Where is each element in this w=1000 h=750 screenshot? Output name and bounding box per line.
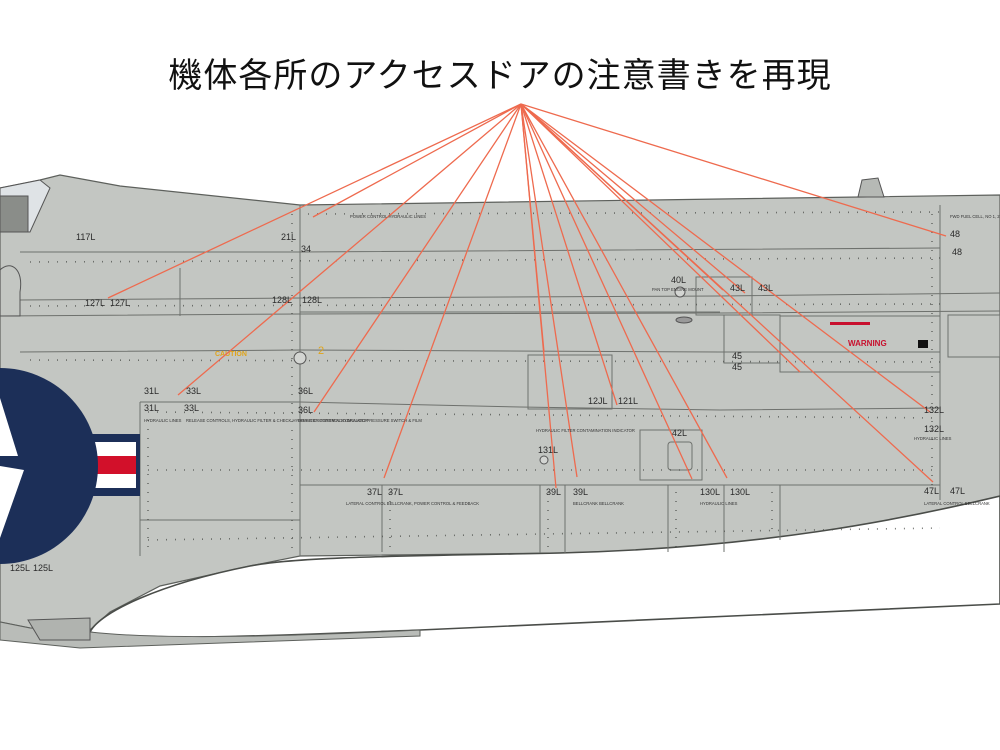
stencil-note: PAN TOP ENGINE MOUNT [652,287,704,292]
ejection-seat [0,195,29,233]
dorsal-antenna [857,177,885,198]
leader-line [313,103,522,413]
wing-shape [88,495,1000,639]
panel-code-label: 132L [924,424,944,434]
leader-line [520,103,578,478]
panel-code-label: 31L [144,403,159,413]
leader-lines [107,103,947,489]
insignia-star [0,398,24,538]
stencil-note: HYDRAULIC LINES [914,436,952,441]
panel-code-label: 37L [388,487,403,497]
leader-line [520,103,801,373]
panel-lines [0,205,1000,556]
stencil-note: BELLCRANK BELLCRANK [573,501,624,506]
panel-code-label: 21L [281,232,296,242]
leader-line [312,103,522,218]
panel-code-label: 33L [186,386,201,396]
panel-code-label: 34 [301,244,311,254]
stencil-note: HYDRAULIC LINES [144,418,182,423]
leader-line [107,103,522,299]
page-title: 機体各所のアクセスドアの注意書きを再現 [168,56,832,96]
panel-code-label: 125L [33,563,53,573]
panel-code-label: 33L [184,403,199,413]
leader-line [520,103,618,406]
warning-box-icon [918,340,928,348]
panel-code-label: 127L [110,298,130,308]
panel-code-label: 39L [573,487,588,497]
stencil-note: LATERAL CONTROL BELLCRANK, POWER CONTROL… [346,501,479,506]
panel-code-label: 42L [672,428,687,438]
leader-line [520,103,931,413]
panel-code-label: 47L [924,486,939,496]
panel-code-label: 40L [671,275,686,285]
stencil-note: POWER CONTROL HYDRAULIC LINES [350,214,426,219]
access-port-icon [675,316,693,324]
panel-code-label: 36L [298,405,313,415]
access-port-icon [293,351,307,365]
access-port-icon [539,455,549,465]
stencil-notes: HYDRAULIC LINES RELEASE CONTROLS, HYDRAUL… [144,214,1000,506]
panel-code-label: 128L [272,295,292,305]
leader-line [520,103,557,489]
panel-code-label: 45 [732,351,742,361]
panel-code-label: 48 [952,247,962,257]
leader-line [520,103,746,294]
panel-code-label: 31L [144,386,159,396]
panel-code-label: 36L [298,386,313,396]
panel-code-label: 48 [950,229,960,239]
leader-line [177,103,522,396]
panel-code-label: 131L [538,445,558,455]
panel-code-label: 37L [367,487,382,497]
panel-code-label: 127L [85,298,105,308]
panel-code-labels: 117L 127L 127L 21L 34 128L 128L 40L 43L 43L 48 48 31… [10,229,965,573]
belly-scoop [27,617,91,641]
panel-code-label: 45 [732,362,742,372]
panel-code-label: 43L [758,283,773,293]
warning-text: WARNING [848,339,887,348]
panel-code-label: 128L [302,295,322,305]
panel-code-label: 117L [76,232,95,242]
panel-code-label: 125L [10,563,30,573]
leader-line [520,103,728,479]
caution-text: CAUTION [215,351,247,358]
panel-code-label: 12JL [588,396,608,406]
panel-code-label: 130L [730,487,750,497]
stencil-note: HYDRAULIC FILTER CONTAMINATION INDICATOR [536,428,635,433]
insignia-roundel [0,368,98,564]
leader-line [520,103,947,237]
intake-lip [0,265,22,317]
warning-panel: WARNING [830,322,928,348]
stencil-note: BOOSTER CONTROL HYDRAULIC PRESSURE SWITC… [298,418,422,423]
stencil-note: FWD FUEL CELL, NO 1, 2, 3, 4 CONNECTOR &… [950,214,1000,219]
panel-code-label: 43L [730,283,745,293]
panel-code-label: 121L [618,396,638,406]
panel-code-label: 39L [546,487,561,497]
rivet-lines [29,211,941,550]
panel-code-label: 47L [950,486,965,496]
leader-line [520,103,934,483]
stencil-note: HYDRAULIC LINES [700,501,738,506]
national-insignia [0,368,140,564]
fuselage-belly [0,621,421,649]
access-port-icon [674,286,686,298]
panel-code-label: 132L [924,405,944,415]
stencil-note: LATERAL CONTROL BELLCRANK [924,501,990,506]
leader-line [520,103,693,480]
panel-code-label: 130L [700,487,720,497]
stencil-note: RELEASE CONTROLS, HYDRAULIC FILTER & CHE… [186,418,368,423]
caution-marker-2: 2 [318,345,324,357]
leader-line [383,103,522,479]
